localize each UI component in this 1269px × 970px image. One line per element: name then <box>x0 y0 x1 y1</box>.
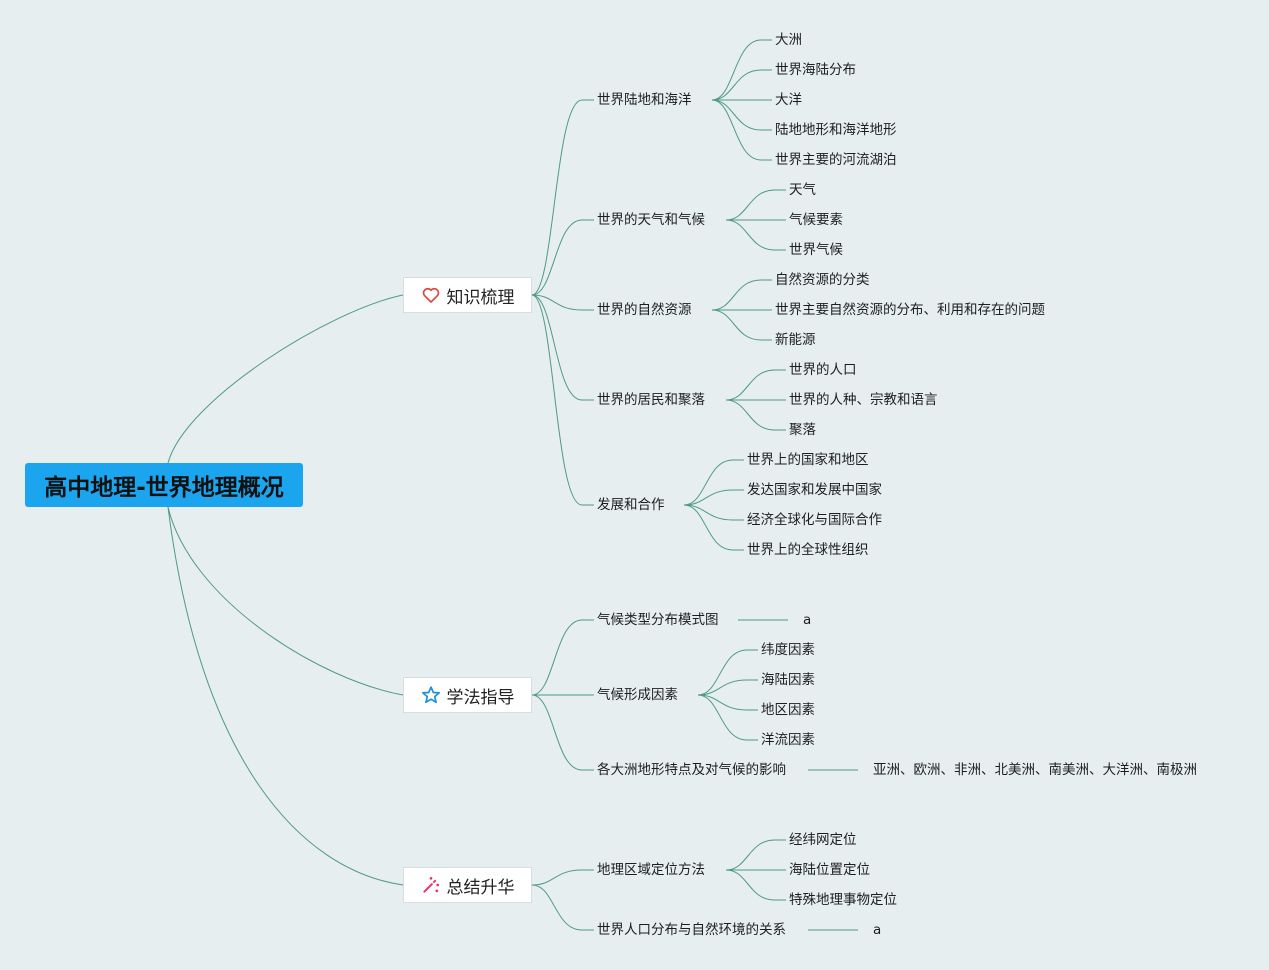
topic-label[interactable]: 发展和合作 <box>597 497 665 513</box>
subtopic-label[interactable]: 发达国家和发展中国家 <box>747 482 882 498</box>
connector-line <box>531 694 583 771</box>
subtopic-label[interactable]: 海陆位置定位 <box>789 862 870 878</box>
branch-label: 学法指导 <box>446 687 515 708</box>
topic-label[interactable]: 气候类型分布模式图 <box>597 612 719 628</box>
subtopic-label[interactable]: 世界气候 <box>789 242 843 258</box>
subtopic-label[interactable]: 世界上的全球性组织 <box>747 542 869 558</box>
connector-line <box>167 506 404 886</box>
subtopic-label[interactable]: 海陆因素 <box>761 672 815 688</box>
subtopic-label[interactable]: 世界的人口 <box>789 362 857 378</box>
connector-line <box>167 294 404 464</box>
connector-line <box>711 99 762 131</box>
connector-line <box>711 99 762 161</box>
subtopic-label[interactable]: 气候要素 <box>789 212 843 228</box>
connector-line <box>531 99 583 296</box>
branch-knowledge[interactable]: 知识梳理 <box>403 277 532 313</box>
connector-line <box>167 506 404 696</box>
connector-line <box>725 839 776 871</box>
subtopic-label[interactable]: 自然资源的分类 <box>775 272 870 288</box>
subtopic-label[interactable]: 洋流因素 <box>761 732 815 748</box>
connector-line <box>683 489 734 506</box>
subtopic-label[interactable]: 新能源 <box>775 332 816 348</box>
connector-line <box>683 504 734 551</box>
subtopic-label[interactable]: 世界主要的河流湖泊 <box>775 152 897 168</box>
subtopic-label[interactable]: 特殊地理事物定位 <box>789 892 897 908</box>
connector-line <box>725 399 776 431</box>
connector-line <box>711 309 762 341</box>
subtopic-label[interactable]: 地区因素 <box>761 702 815 718</box>
subtopic-label[interactable]: 大洲 <box>775 32 802 48</box>
topic-label[interactable]: 世界的自然资源 <box>597 302 692 318</box>
connector-line <box>683 459 734 506</box>
subtopic-label[interactable]: 天气 <box>789 182 816 198</box>
connector-line <box>531 619 583 696</box>
connector-line <box>531 884 583 931</box>
subtopic-label[interactable]: 纬度因素 <box>761 642 815 658</box>
branch-label: 总结升华 <box>446 877 515 898</box>
connector-line <box>531 219 583 296</box>
connector-line <box>697 679 748 696</box>
connector-line <box>725 369 776 401</box>
subtopic-label[interactable]: 经济全球化与国际合作 <box>747 512 882 528</box>
topic-label[interactable]: 各大洲地形特点及对气候的影响 <box>597 762 786 778</box>
connector-line <box>697 694 748 741</box>
branch-label: 知识梳理 <box>446 287 515 308</box>
connector-line <box>531 869 583 886</box>
subtopic-label[interactable]: 世界主要自然资源的分布、利用和存在的问题 <box>775 302 1045 318</box>
branch-summary[interactable]: 总结升华 <box>403 867 532 903</box>
topic-label[interactable]: 世界陆地和海洋 <box>597 92 692 108</box>
subtopic-label[interactable]: 经纬网定位 <box>789 832 857 848</box>
subtopic-label[interactable]: 世界的人种、宗教和语言 <box>789 392 938 408</box>
topic-label[interactable]: 世界的居民和聚落 <box>597 392 705 408</box>
subtopic-label[interactable]: 大洋 <box>775 92 802 108</box>
root-topic[interactable]: 高中地理-世界地理概况 <box>25 463 303 507</box>
magic-wand-icon <box>422 877 439 893</box>
connector-line <box>531 294 583 311</box>
subtopic-label[interactable]: 陆地地形和海洋地形 <box>775 122 897 138</box>
star-icon <box>421 686 440 704</box>
heart-icon <box>422 287 439 303</box>
topic-label[interactable]: 世界的天气和气候 <box>597 212 705 228</box>
connector-line <box>531 294 583 401</box>
subtopic-label[interactable]: 世界上的国家和地区 <box>747 452 869 468</box>
topic-label[interactable]: 地理区域定位方法 <box>597 862 705 878</box>
connector-line <box>725 219 776 251</box>
connector-line <box>711 69 762 101</box>
connector-line <box>725 189 776 221</box>
topic-label[interactable]: 世界人口分布与自然环境的关系 <box>597 922 786 938</box>
connector-line <box>725 869 776 901</box>
subtopic-label[interactable]: 亚洲、欧洲、非洲、北美洲、南美洲、大洋洲、南极洲 <box>873 762 1197 778</box>
connector-line <box>697 649 748 696</box>
root-title: 高中地理-世界地理概况 <box>44 475 284 501</box>
connector-line <box>531 294 583 506</box>
topic-label[interactable]: 气候形成因素 <box>597 687 678 703</box>
connector-line <box>711 39 762 101</box>
connector-line <box>711 279 762 311</box>
branch-method[interactable]: 学法指导 <box>403 677 532 713</box>
subtopic-label[interactable]: 聚落 <box>789 422 816 438</box>
subtopic-label[interactable]: 世界海陆分布 <box>775 62 856 78</box>
subtopic-label[interactable]: a <box>873 922 882 938</box>
subtopic-label[interactable]: a <box>803 612 812 628</box>
